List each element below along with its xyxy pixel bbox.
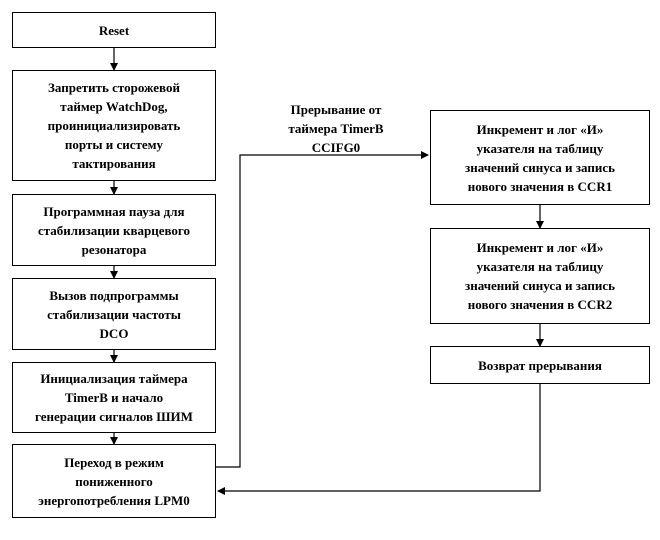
- ccr2-block: Инкремент и лог «И» указателя на таблицу…: [430, 228, 650, 324]
- ccr1-line: значений синуса и запись: [465, 159, 615, 175]
- interrupt-label-line: таймера TimerB: [288, 121, 384, 136]
- return-block: Возврат прерывания: [430, 346, 650, 384]
- dco-call-line: Вызов подпрограммы: [49, 287, 179, 303]
- return-label: Возврат прерывания: [478, 357, 602, 373]
- timer-init-line: генерации сигналов ШИМ: [35, 409, 193, 424]
- dco-call-line: стабилизации частоты: [47, 306, 181, 322]
- pause-line: Программная пауза для: [43, 203, 185, 219]
- disable-watchdog-line: проинициализировать: [47, 118, 181, 133]
- disable-watchdog-line: тактирования: [72, 156, 156, 171]
- reset-block: Reset: [12, 12, 216, 48]
- pause-line: стабилизации кварцевого: [37, 222, 191, 238]
- interrupt-label-line: CCIFG0: [311, 140, 361, 155]
- ccr1-line: нового значения в CCR1: [467, 178, 613, 194]
- lpm0-line: энергопотребления LPM0: [38, 492, 190, 508]
- lpm0-line: Переход в режим: [64, 454, 164, 470]
- arrow-return-to-lpm0: [217, 384, 541, 495]
- timer-init-line: TimerB и начало: [64, 390, 164, 405]
- lpm0-block: Переход в режим пониженного энергопотреб…: [12, 444, 216, 518]
- disable-watchdog-block: Запретить сторожевой таймер WatchDog, пр…: [12, 70, 216, 181]
- disable-watchdog-line: Запретить сторожевой: [48, 80, 180, 95]
- disable-watchdog-line: порты и систему: [64, 137, 164, 152]
- ccr2-line: указателя на таблицу: [476, 259, 604, 274]
- pause-block: Программная пауза для стабилизации кварц…: [12, 194, 216, 266]
- ccr2-line: значений синуса и запись: [465, 278, 615, 293]
- ccr1-line: указателя на таблицу: [476, 140, 604, 156]
- ccr2-line: нового значения в CCR2: [467, 297, 613, 312]
- timer-init-block: Инициализация таймера TimerB и начало ге…: [12, 362, 216, 433]
- dco-call-line: DCO: [99, 325, 129, 341]
- interrupt-label: Прерывание от таймера TimerB CCIFG0: [262, 100, 410, 157]
- disable-watchdog-line: таймер WatchDog,: [60, 99, 168, 114]
- ccr1-line: Инкремент и лог «И»: [476, 121, 604, 137]
- ccr1-block: Инкремент и лог «И» указателя на таблицу…: [430, 110, 650, 205]
- pause-line: резонатора: [81, 241, 147, 257]
- ccr2-line: Инкремент и лог «И»: [476, 240, 604, 255]
- timer-init-line: Инициализация таймера: [40, 371, 188, 386]
- interrupt-label-line: Прерывание от: [290, 102, 382, 117]
- dco-call-block: Вызов подпрограммы стабилизации частоты …: [12, 278, 216, 350]
- reset-label: Reset: [98, 22, 130, 38]
- lpm0-line: пониженного: [75, 473, 153, 489]
- arrow-lpm0-to-interrupt: [216, 151, 429, 468]
